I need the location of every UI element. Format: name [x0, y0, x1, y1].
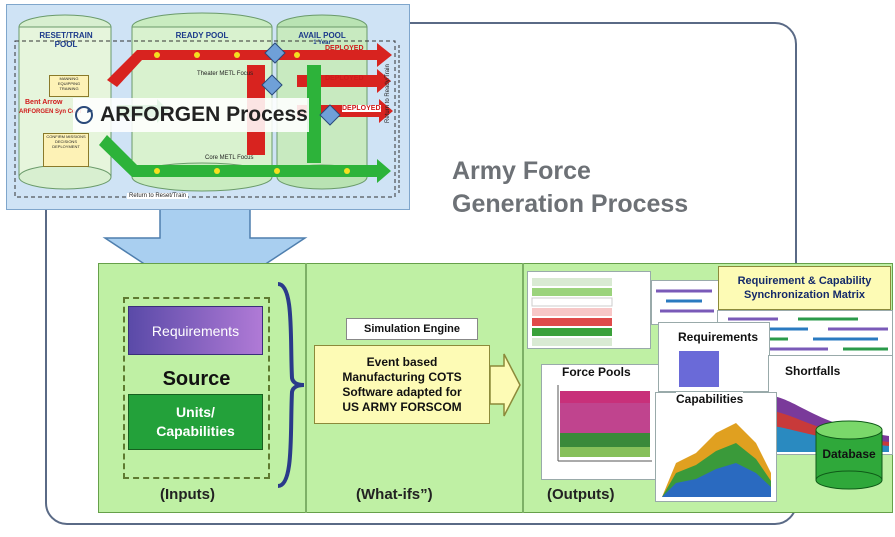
desc-line-2: Manufacturing COTS [342, 369, 462, 384]
simulation-engine-desc: Event based Manufacturing COTS Software … [314, 345, 490, 424]
outputs-caption: (Outputs) [547, 486, 615, 503]
inputs-caption: (Inputs) [160, 486, 215, 503]
process-box-1: MANNING EQUIPPING TRAINING [49, 75, 89, 97]
panel-divider-2 [522, 263, 524, 513]
units-capabilities-box: Units/ Capabilities [128, 394, 263, 450]
pool-avail-line1: AVAIL POOL [298, 31, 346, 40]
database-label: Database [822, 447, 876, 461]
pool-avail-label: AVAIL POOL 1 Year [282, 31, 362, 46]
desc-line-4: US ARMY FORSCOM [342, 399, 462, 414]
sync-line-1: Requirement & Capability [737, 275, 872, 287]
output-table-screenshot [527, 271, 651, 349]
output-gantt-small [651, 280, 721, 325]
process-title-banner: ARFORGEN Process [73, 98, 309, 132]
pool-avail-line2: 1 Year [313, 40, 331, 46]
capabilities-graphics [662, 423, 771, 497]
capabilities-chart [655, 392, 777, 502]
sync-matrix-label: Requirement & Capability Synchronization… [718, 266, 891, 310]
capabilities-output-label: Capabilities [676, 392, 744, 406]
core-focus-label: Core METL Focus [205, 155, 254, 161]
title-line-1: Army Force [452, 157, 591, 185]
process-box-2: CONFIRM MISSIONS DECISIONS DEPLOYMENT [43, 133, 89, 167]
requirements-chart-graphics [679, 351, 719, 387]
return-ready-label: Return to Ready/Train [385, 64, 391, 123]
right-arrow [489, 353, 521, 417]
return-reset-label: Return to Reset/Train [127, 193, 189, 199]
source-group [123, 297, 270, 479]
pool-reset-label: RESET/TRAIN POOL [21, 31, 111, 49]
requirements-output-label: Requirements [678, 330, 759, 344]
output-table-graphics [531, 278, 613, 346]
title-line-2: Generation Process [452, 190, 689, 218]
page-title: Army Force Generation Process [452, 155, 782, 221]
deployed-label-1: DEPLOYED [325, 45, 364, 52]
shortfalls-label: Shortfalls [785, 364, 841, 378]
database-icon [815, 420, 883, 490]
red-note-1: Bent Arrow [25, 99, 63, 106]
force-pools-chart [541, 364, 659, 480]
process-title: ARFORGEN Process [100, 103, 308, 126]
units-line-2: Capabilities [156, 423, 235, 439]
arforgen-process-figure: RESET/TRAIN POOL READY POOL AVAIL POOL 1… [6, 4, 410, 210]
deployed-label-2: DEPLOYED [325, 75, 364, 82]
deployed-label-3: DEPLOYED [342, 105, 381, 112]
source-label: Source [162, 368, 231, 390]
pool-reset-line2: POOL [54, 40, 78, 49]
panel-divider-1 [305, 263, 307, 513]
units-line-1: Units/ [176, 404, 215, 420]
pool-ready-label: READY POOL [175, 31, 229, 40]
force-pools-graphics [557, 385, 652, 462]
desc-line-1: Event based [366, 354, 438, 369]
simulation-engine-label: Simulation Engine [346, 318, 478, 340]
theater-focus-label: Theater METL Focus [197, 71, 254, 77]
sync-line-2: Synchronization Matrix [743, 289, 866, 301]
desc-line-3: Software adapted for [342, 384, 462, 399]
force-pools-label: Force Pools [562, 365, 631, 379]
pool-reset-line1: RESET/TRAIN [39, 31, 93, 40]
process-cycle-icon [75, 106, 94, 124]
requirements-box: Requirements [128, 306, 263, 355]
gantt-small-graphics [656, 289, 714, 313]
whatif-caption: (What-ifs”) [356, 486, 433, 503]
brace-icon [277, 282, 305, 488]
red-note-2: ARFORGEN Syn Conf [19, 109, 82, 115]
